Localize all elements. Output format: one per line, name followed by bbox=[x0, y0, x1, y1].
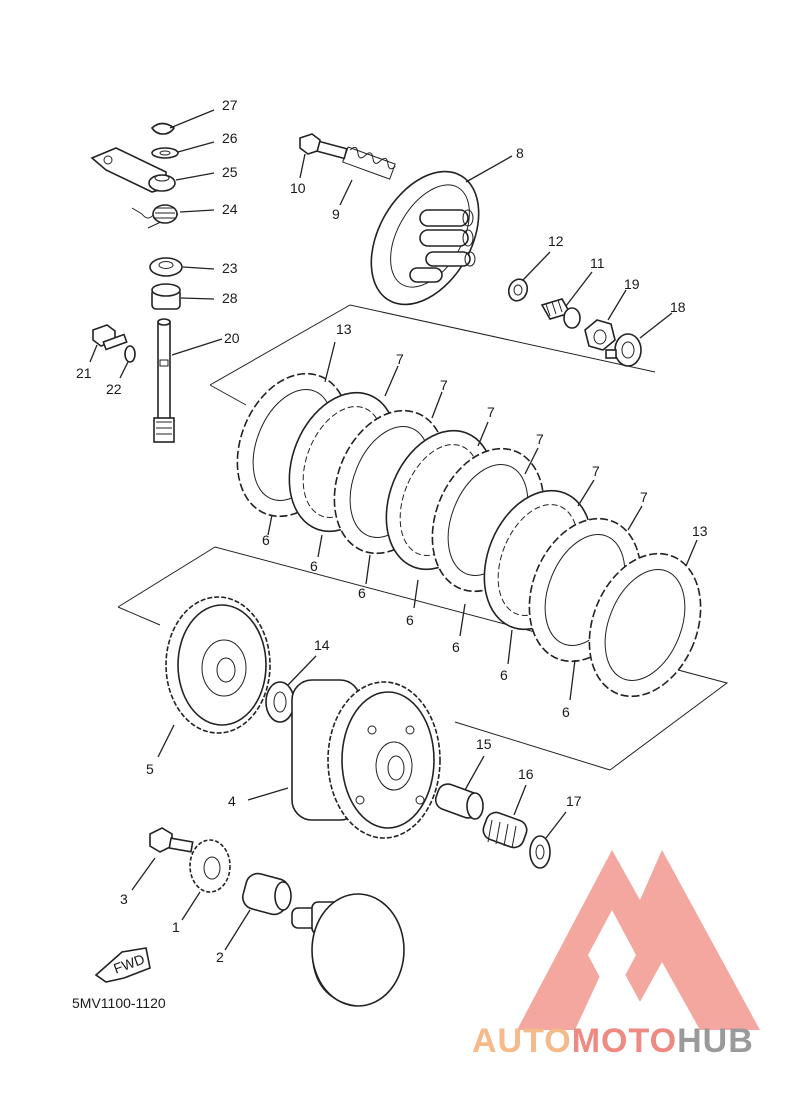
part-label-6-b: 6 bbox=[310, 558, 318, 574]
push-lever-shaft-20 bbox=[153, 318, 175, 443]
primary-driven-gear-5 bbox=[165, 596, 271, 734]
circlip-27 bbox=[150, 122, 176, 135]
lock-washer-18 bbox=[605, 333, 642, 367]
washer-26 bbox=[151, 147, 179, 159]
part-label-3: 3 bbox=[120, 891, 128, 907]
part-label-6-d: 6 bbox=[406, 612, 414, 628]
part-label-1: 1 bbox=[172, 919, 180, 935]
spacer-15 bbox=[434, 783, 484, 820]
watermark-text: AUTOMOTOHUB bbox=[472, 1022, 754, 1060]
bolt-3 bbox=[149, 827, 194, 853]
part-label-22: 22 bbox=[106, 381, 122, 397]
washer-17 bbox=[529, 835, 551, 869]
thrust-washer-14 bbox=[265, 681, 295, 723]
part-label-9: 9 bbox=[332, 206, 340, 222]
needle-bearing-16 bbox=[482, 811, 528, 849]
fwd-arrow-icon: FWD bbox=[94, 947, 151, 983]
push-rod-11 bbox=[540, 298, 581, 329]
part-label-6-c: 6 bbox=[358, 585, 366, 601]
part-label-26: 26 bbox=[222, 130, 238, 146]
part-label-7-c: 7 bbox=[487, 404, 495, 420]
part-label-8: 8 bbox=[516, 145, 524, 161]
part-label-11: 11 bbox=[590, 255, 605, 271]
bolt-21 bbox=[92, 324, 128, 351]
part-label-6-f: 6 bbox=[500, 667, 508, 683]
bearing-23 bbox=[149, 257, 183, 277]
part-label-24: 24 bbox=[222, 201, 238, 217]
part-label-7-d: 7 bbox=[536, 431, 544, 447]
push-lever-25 bbox=[90, 147, 176, 193]
upper-plate-outline bbox=[209, 304, 656, 386]
watermark-hub: HUB bbox=[677, 1022, 754, 1060]
part-label-10: 10 bbox=[290, 180, 306, 196]
part-label-27: 27 bbox=[222, 97, 238, 113]
washer-22 bbox=[124, 345, 136, 363]
part-label-15: 15 bbox=[476, 736, 492, 752]
part-label-13-bottom: 13 bbox=[692, 523, 708, 539]
gear-1 bbox=[189, 839, 231, 893]
collar-2 bbox=[241, 872, 292, 916]
part-label-7-b: 7 bbox=[440, 377, 448, 393]
watermark-auto: AUTO bbox=[472, 1022, 572, 1060]
friction-plate-13-bottom bbox=[588, 552, 702, 698]
part-label-6-e: 6 bbox=[452, 639, 460, 655]
part-label-4: 4 bbox=[228, 793, 236, 809]
bolt-10 bbox=[299, 133, 348, 160]
part-labels: 27 26 25 24 23 28 20 21 22 10 9 8 12 11 … bbox=[76, 97, 708, 965]
watermark-moto: MOTO bbox=[572, 1022, 677, 1060]
watermark-logo bbox=[517, 850, 760, 1030]
part-label-19: 19 bbox=[624, 276, 640, 292]
clutch-spring-9 bbox=[342, 146, 396, 180]
part-label-25: 25 bbox=[222, 164, 238, 180]
part-label-17: 17 bbox=[566, 793, 582, 809]
diagram-code: 5MV1100-1120 bbox=[72, 995, 166, 1011]
part-label-21: 21 bbox=[76, 365, 92, 381]
lower-plate-outline bbox=[117, 546, 729, 771]
nut-19 bbox=[584, 319, 616, 351]
torsion-spring-24 bbox=[131, 204, 179, 229]
part-label-28: 28 bbox=[222, 290, 238, 306]
collar-28 bbox=[151, 283, 181, 310]
part-label-2: 2 bbox=[216, 949, 224, 965]
part-label-6-a: 6 bbox=[262, 532, 270, 548]
clutch-boss-4 bbox=[291, 679, 441, 839]
pressure-plate-8 bbox=[370, 170, 480, 306]
part-label-14: 14 bbox=[314, 637, 330, 653]
part-label-13-top: 13 bbox=[336, 321, 352, 337]
part-label-7-e: 7 bbox=[592, 463, 600, 479]
main-axle bbox=[291, 893, 405, 1007]
part-label-7-a: 7 bbox=[396, 351, 404, 367]
part-label-12: 12 bbox=[548, 233, 564, 249]
part-label-18: 18 bbox=[670, 299, 686, 315]
bearing-12 bbox=[507, 278, 529, 302]
part-label-20: 20 bbox=[224, 330, 240, 346]
part-label-5: 5 bbox=[146, 761, 154, 777]
part-label-23: 23 bbox=[222, 260, 238, 276]
part-label-16: 16 bbox=[518, 766, 534, 782]
part-label-6-g: 6 bbox=[562, 704, 570, 720]
part-label-7-f: 7 bbox=[640, 489, 648, 505]
